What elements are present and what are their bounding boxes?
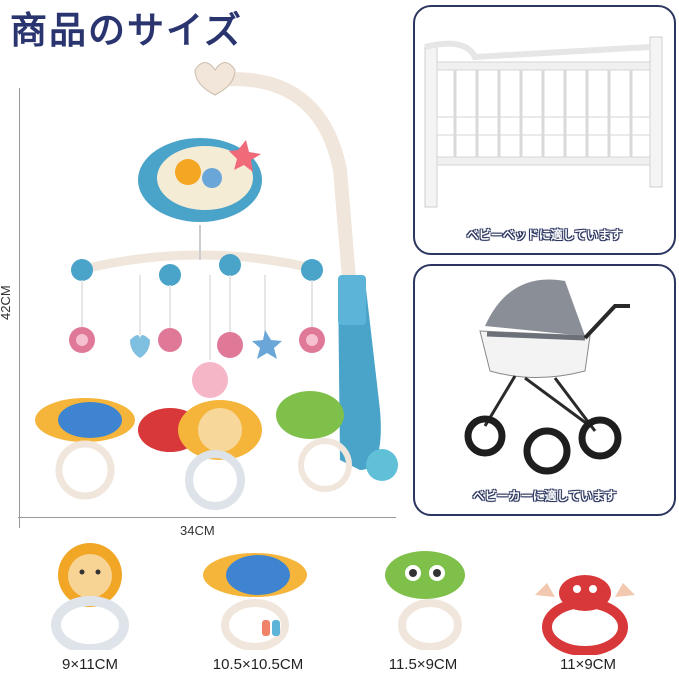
crab-rattle-icon bbox=[535, 575, 635, 655]
stroller-panel: ベビーカーに適しています bbox=[413, 264, 676, 516]
toy-size-label: 11.5×9CM bbox=[388, 656, 458, 673]
crib-caption: ベビーベッドに適しています bbox=[466, 228, 623, 242]
toy-size-label: 10.5×10.5CM bbox=[212, 656, 304, 673]
crib-icon bbox=[424, 36, 663, 208]
stroller-icon bbox=[464, 279, 630, 475]
toy-size-label: 11×9CM bbox=[559, 656, 616, 673]
page-title: 商品のサイズ bbox=[10, 9, 243, 52]
toy-size-label: 9×11CM bbox=[61, 656, 118, 673]
width-dimension-line bbox=[18, 517, 396, 518]
width-label: 34CM bbox=[180, 523, 215, 538]
height-dimension-line bbox=[19, 88, 20, 528]
elephant-rattle-icon bbox=[203, 553, 307, 650]
height-label: 42CM bbox=[0, 285, 13, 320]
lion-rattle-icon bbox=[51, 543, 129, 650]
baby-mobile-image bbox=[35, 62, 398, 510]
owl-rattle-icon bbox=[385, 551, 465, 650]
crib-panel: ベビーベッドに適しています bbox=[413, 5, 676, 255]
stroller-caption: ベビーカーに適しています bbox=[472, 489, 617, 503]
